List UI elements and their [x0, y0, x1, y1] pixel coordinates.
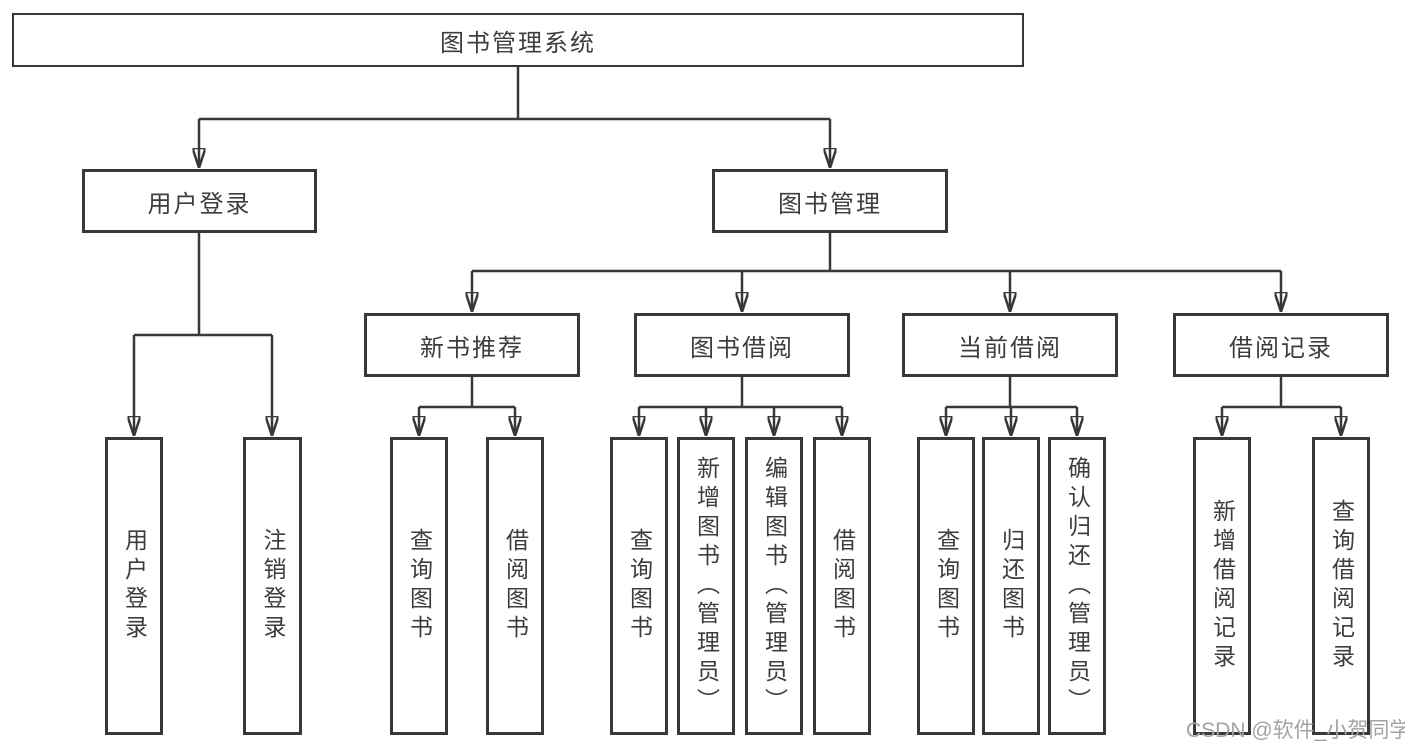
leaf-user-login-label: 用户登录 [121, 528, 148, 644]
node-book-borrow-label: 图书借阅 [690, 334, 794, 362]
leaf-logout-label: 注销登录 [260, 528, 286, 644]
leaf-logout: 注销登录 [243, 437, 302, 735]
leaf-recommend-borrow-books-label: 借阅图书 [502, 528, 529, 644]
node-book-management: 图书管理 [712, 169, 948, 233]
node-new-book-recommend: 新书推荐 [364, 313, 580, 377]
leaf-add-borrow-record: 新增借阅记录 [1193, 437, 1251, 735]
node-current-borrow-label: 当前借阅 [958, 334, 1062, 362]
node-library-system-label: 图书管理系统 [440, 29, 596, 57]
leaf-edit-books-admin: 编辑图书（管理员） [745, 437, 803, 735]
leaf-return-books-label: 归还图书 [998, 528, 1025, 644]
leaf-borrow-query-books-label: 查询图书 [626, 528, 653, 644]
leaf-return-books: 归还图书 [982, 437, 1040, 735]
leaf-query-borrow-record-label: 查询借阅记录 [1328, 499, 1355, 673]
leaf-current-query-books-label: 查询图书 [933, 528, 960, 644]
node-borrow-records-label: 借阅记录 [1229, 334, 1333, 362]
node-library-system: 图书管理系统 [12, 13, 1024, 67]
leaf-user-login: 用户登录 [105, 437, 163, 735]
node-user-login-label: 用户登录 [147, 190, 252, 218]
node-book-borrow: 图书借阅 [634, 313, 850, 377]
leaf-current-query-books: 查询图书 [917, 437, 975, 735]
leaf-confirm-return-admin-label: 确认归还（管理员） [1064, 455, 1091, 717]
leaf-recommend-query-books-label: 查询图书 [406, 528, 433, 644]
leaf-add-books-admin-label: 新增图书（管理员） [693, 455, 720, 717]
leaf-borrow-books-label: 借阅图书 [829, 528, 856, 644]
node-current-borrow: 当前借阅 [902, 313, 1118, 377]
node-new-book-recommend-label: 新书推荐 [420, 334, 524, 362]
leaf-recommend-query-books: 查询图书 [390, 437, 448, 735]
leaf-add-books-admin: 新增图书（管理员） [677, 437, 735, 735]
node-borrow-records: 借阅记录 [1173, 313, 1389, 377]
leaf-add-borrow-record-label: 新增借阅记录 [1209, 499, 1236, 673]
leaf-edit-books-admin-label: 编辑图书（管理员） [761, 455, 788, 717]
leaf-borrow-books: 借阅图书 [813, 437, 871, 735]
node-book-management-label: 图书管理 [778, 190, 882, 218]
leaf-query-borrow-record: 查询借阅记录 [1312, 437, 1370, 735]
leaf-confirm-return-admin: 确认归还（管理员） [1048, 437, 1106, 735]
leaf-borrow-query-books: 查询图书 [610, 437, 668, 735]
csdn-watermark: CSDN @软件_小贺同学 [1186, 719, 1405, 742]
leaf-recommend-borrow-books: 借阅图书 [486, 437, 544, 735]
node-user-login: 用户登录 [82, 169, 317, 233]
